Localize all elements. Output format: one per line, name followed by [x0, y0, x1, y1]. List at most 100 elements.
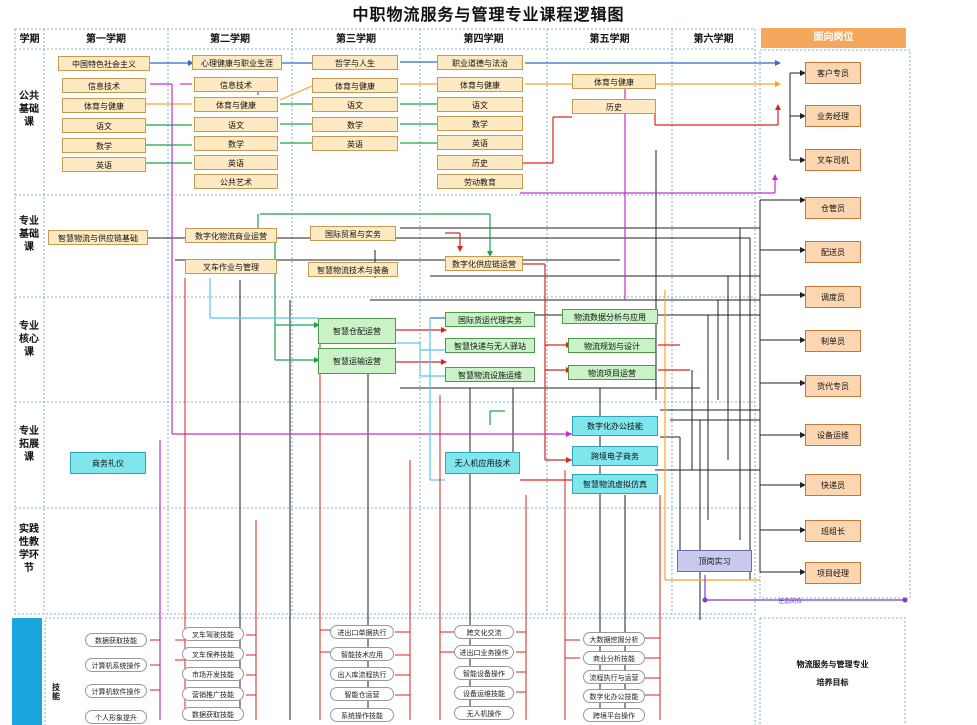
skill-pill: 智能技术应用 [330, 647, 394, 661]
skill-label: 技能 [52, 683, 60, 701]
course-box: 顶岗实习 [677, 550, 752, 572]
course-box: 体育与健康 [312, 78, 398, 93]
skill-pill: 智能设备操作 [454, 666, 514, 680]
course-box: 体育与健康 [194, 97, 278, 112]
course-box: 物流项目运营 [568, 365, 656, 380]
skill-pill: 营销推广技能 [182, 687, 244, 701]
course-box: 语文 [437, 97, 523, 112]
course-box: 劳动教育 [437, 174, 523, 189]
course-box: 信息技术 [62, 78, 146, 93]
training-goal: 物流服务与管理专业 培养目标 [770, 656, 895, 692]
course-box: 数学 [194, 136, 278, 151]
course-box: 英语 [312, 136, 398, 151]
skill-pill: 数字化办公技能 [583, 689, 645, 703]
skill-pill: 个人形象提升 [85, 710, 147, 724]
course-box: 叉车作业与管理 [185, 259, 277, 274]
course-box: 智慧物流与供应链基础 [48, 230, 148, 245]
skill-pill: 数据获取技能 [85, 633, 147, 647]
course-box: 数字化办公技能 [572, 416, 658, 436]
career-box: 客户专员 [805, 62, 861, 84]
semester-5: 第五学期 [589, 34, 630, 45]
course-box: 智慧物流设施运维 [445, 367, 535, 382]
career-header: 面向岗位 [761, 28, 906, 48]
skill-pill: 计算机系统操作 [85, 658, 147, 672]
semester-3: 第三学期 [336, 34, 376, 45]
career-box: 业务经理 [805, 105, 861, 127]
career-box: 调度员 [805, 286, 861, 308]
course-box: 体育与健康 [437, 77, 523, 92]
skill-pill: 跨文化交流 [454, 625, 514, 639]
course-box: 数字化供应链运营 [445, 256, 523, 271]
course-box: 智慧物流技术与装备 [308, 262, 398, 277]
skill-pill: 流程执行与运营 [583, 670, 645, 684]
career-box: 项目经理 [805, 562, 861, 584]
course-box: 哲学与人生 [312, 55, 398, 70]
course-box: 物流规划与设计 [568, 338, 656, 353]
semester-1: 第一学期 [86, 34, 126, 45]
skill-pill: 计算机软件操作 [85, 684, 147, 698]
course-box: 商务礼仪 [70, 452, 146, 474]
skill-pill: 大数据挖掘分析 [583, 632, 645, 646]
career-box: 制单员 [805, 330, 861, 352]
course-box: 职业道德与法治 [437, 55, 523, 70]
course-box: 无人机应用技术 [445, 452, 520, 474]
row-label-practice: 实践性教学环节 [19, 524, 39, 574]
career-box: 设备运维 [805, 424, 861, 446]
course-box: 物流数据分析与应用 [562, 309, 658, 324]
skill-pill: 叉车驾驶技能 [182, 627, 244, 641]
row-label-core: 专业核心课 [19, 321, 39, 358]
course-box: 信息技术 [194, 77, 278, 92]
skill-pill: 跨境平台操作 [583, 708, 645, 722]
training-goal-line: 物流服务与管理专业 [796, 660, 869, 669]
course-box: 英语 [194, 155, 278, 170]
course-box: 数字化物流商业运营 [185, 228, 277, 243]
course-box: 数学 [312, 117, 398, 132]
semester-4: 第四学期 [463, 34, 504, 45]
skill-pill: 数据获取技能 [182, 707, 244, 721]
course-box: 智慧快递与无人驿站 [445, 338, 535, 353]
course-box: 智慧仓配运营 [318, 318, 396, 344]
course-box: 国际货运代理实务 [445, 312, 535, 327]
skill-pill: 智能仓运营 [330, 687, 394, 701]
career-box: 配送员 [805, 241, 861, 263]
course-box: 中国特色社会主义 [58, 56, 150, 71]
skill-pill: 设备运维技能 [454, 686, 514, 700]
career-box: 班组长 [805, 520, 861, 542]
skill-pill: 系统操作技能 [330, 708, 394, 722]
course-box: 数学 [437, 116, 523, 131]
skill-pill: 无人机操作 [454, 706, 514, 720]
course-box: 语文 [62, 118, 146, 133]
course-box: 语文 [312, 97, 398, 112]
semester-6: 第六学期 [693, 34, 734, 45]
course-box: 语文 [194, 117, 278, 132]
skill-pill: 商业分析技能 [583, 651, 645, 665]
legend-tag: 任选岗位 [778, 598, 803, 605]
course-box: 智慧物流虚拟仿真 [572, 474, 658, 494]
semester-2: 第二学期 [210, 34, 250, 45]
career-box: 快递员 [805, 474, 861, 496]
page-title: 中职物流服务与管理专业课程逻辑图 [352, 5, 625, 24]
skill-pill: 进出口业务操作 [454, 645, 514, 659]
course-box: 英语 [437, 135, 523, 150]
skill-pill: 出入库流程执行 [330, 667, 394, 681]
course-box: 公共艺术 [194, 174, 278, 189]
course-box: 心理健康与职业生涯 [192, 55, 282, 70]
semester-header: 学期 [19, 34, 40, 45]
course-box: 历史 [437, 155, 523, 170]
course-box: 数学 [62, 138, 146, 153]
course-box: 体育与健康 [572, 74, 656, 89]
course-box: 跨境电子商务 [572, 446, 658, 466]
skill-pill: 进出口单据执行 [330, 625, 394, 639]
course-box: 体育与健康 [62, 98, 146, 113]
course-box: 智慧运输运营 [318, 348, 396, 374]
course-box: 历史 [572, 99, 656, 114]
training-goal-line: 培养目标 [816, 678, 849, 687]
row-label-public: 公共基础课 [19, 91, 39, 128]
career-box: 货代专员 [805, 375, 861, 397]
course-box: 英语 [62, 157, 146, 172]
skill-pill: 叉车保养技能 [182, 647, 244, 661]
career-box: 仓管员 [805, 197, 861, 219]
career-box: 叉车司机 [805, 149, 861, 171]
row-label-basic: 专业基础课 [19, 216, 39, 253]
skill-pill: 市场开发技能 [182, 667, 244, 681]
